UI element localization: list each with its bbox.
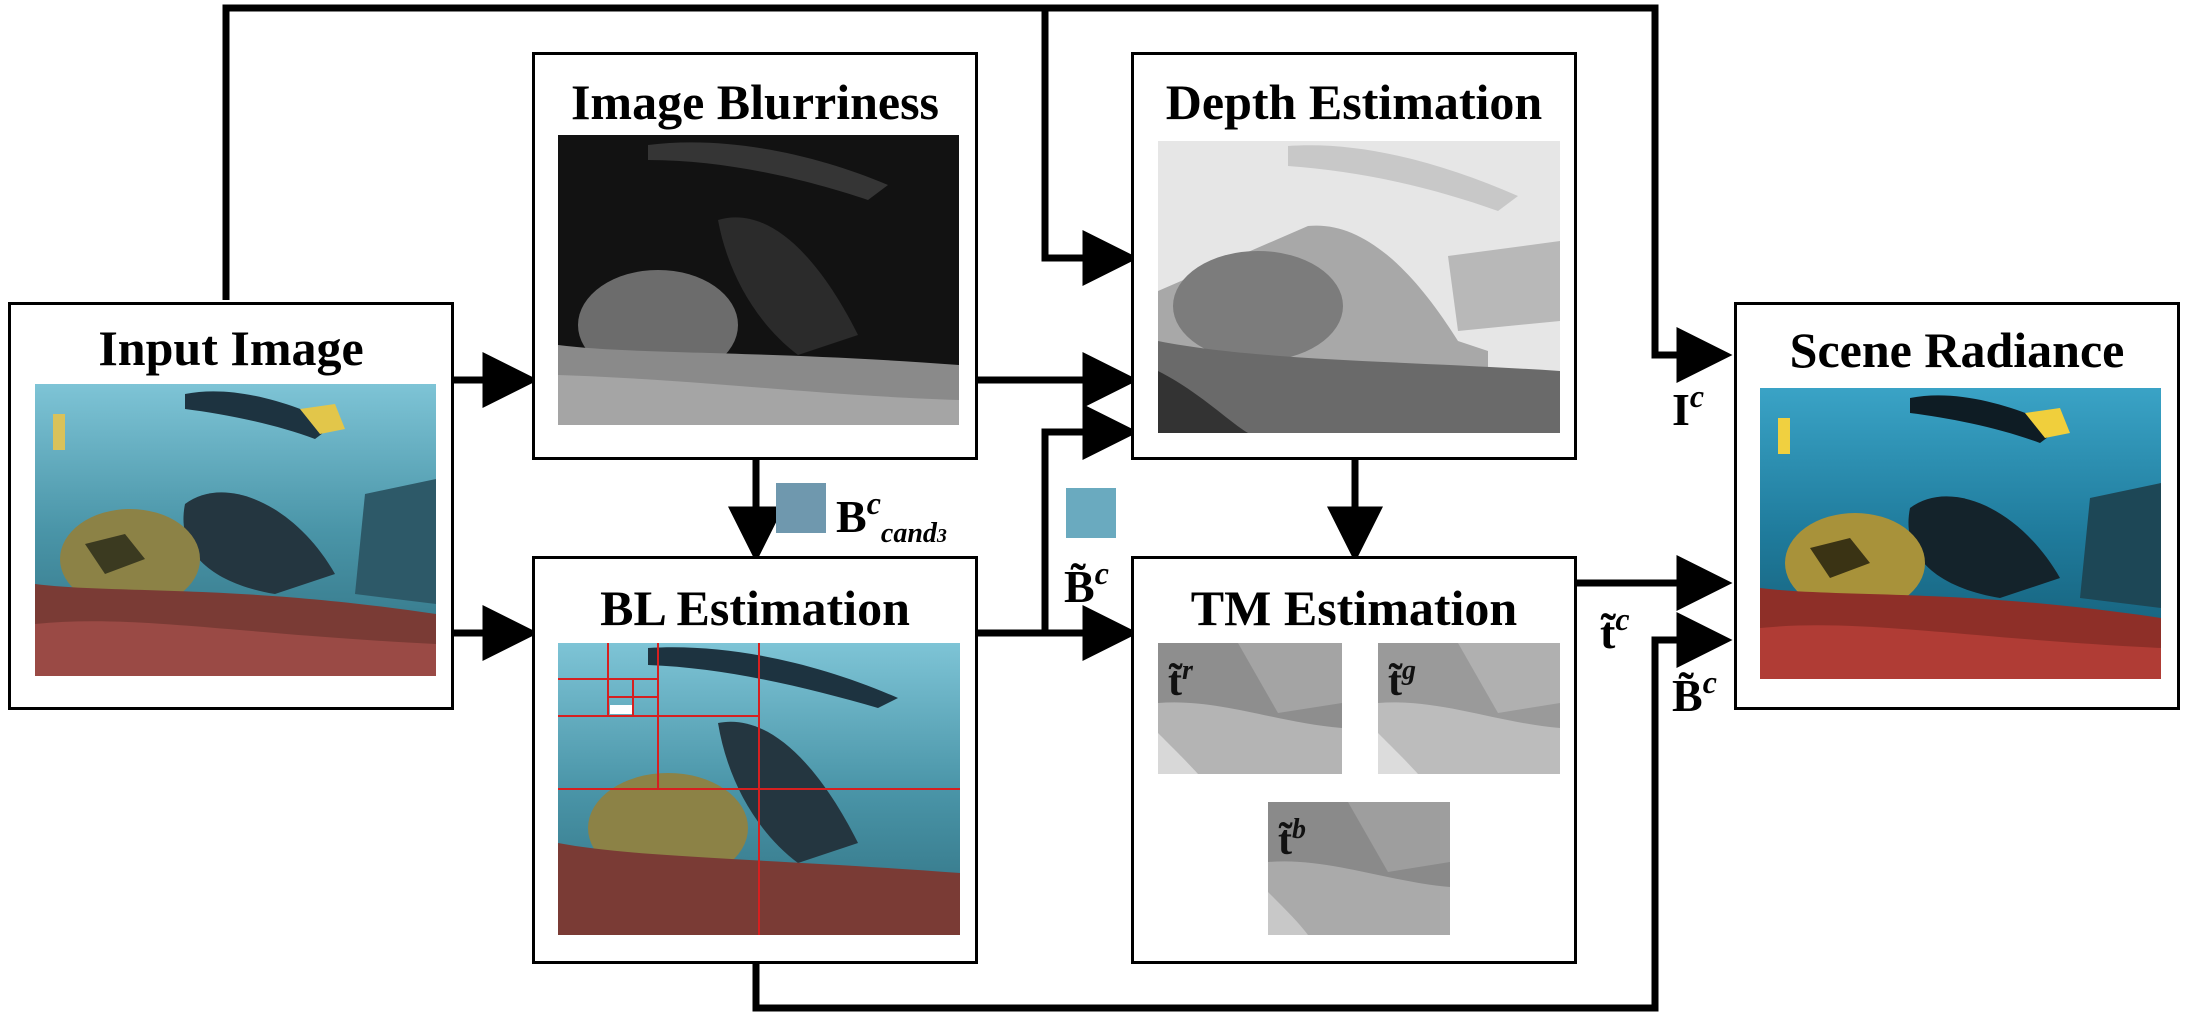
t-tilde-b-label: t̃b bbox=[1278, 814, 1306, 864]
t-tilde-g-label: t̃g bbox=[1388, 655, 1416, 705]
transmission-map-green: t̃g bbox=[1378, 643, 1560, 774]
bl-to-scene-arrow bbox=[752, 612, 1733, 1012]
depth-estimation-title: Depth Estimation bbox=[1165, 74, 1543, 130]
blurriness-map bbox=[558, 135, 959, 425]
transmission-map-blue: t̃b bbox=[1268, 802, 1450, 935]
depth-map bbox=[1158, 141, 1560, 433]
scene-radiance-title: Scene Radiance bbox=[1789, 322, 2125, 378]
tm-estimation-title: TM Estimation bbox=[1190, 580, 1518, 636]
bl-estimation-box: BL Estimation bbox=[532, 556, 978, 964]
image-blurriness-box: Image Blurriness bbox=[532, 52, 978, 460]
i-c-label: Ic bbox=[1672, 378, 1705, 435]
tm-estimation-box: TM Estimation t̃r t̃g bbox=[1131, 556, 1577, 964]
scene-radiance-box: Scene Radiance bbox=[1734, 302, 2180, 710]
b-tilde-mid-label: B̃c bbox=[1064, 555, 1109, 612]
bl-to-depth-arrow bbox=[1041, 404, 1139, 633]
input-to-depth-arrow bbox=[1041, 8, 1139, 286]
depth-estimation-box: Depth Estimation bbox=[1131, 52, 1577, 460]
input-image-box: Input Image bbox=[8, 302, 454, 710]
transmission-map-red: t̃r bbox=[1158, 643, 1342, 774]
selected-patch bbox=[610, 705, 632, 714]
b-cand-label: Bccand3 bbox=[836, 485, 947, 550]
input-underwater-photo bbox=[35, 384, 436, 676]
scene-radiance-photo bbox=[1760, 388, 2161, 679]
b-cand-swatch bbox=[776, 483, 826, 533]
b-tilde-right-label: B̃c bbox=[1672, 664, 1717, 721]
t-tilde-c-label: t̃c bbox=[1600, 601, 1630, 658]
b-tilde-swatch bbox=[1066, 488, 1116, 538]
bl-quadtree-photo bbox=[558, 643, 960, 935]
t-tilde-r-label: t̃r bbox=[1168, 655, 1193, 705]
quadtree-grid-lines bbox=[558, 643, 960, 935]
input-image-title: Input Image bbox=[98, 320, 364, 376]
image-blurriness-title: Image Blurriness bbox=[570, 74, 940, 130]
input-to-scene-arrow bbox=[222, 4, 1733, 383]
bl-estimation-title: BL Estimation bbox=[600, 580, 910, 636]
